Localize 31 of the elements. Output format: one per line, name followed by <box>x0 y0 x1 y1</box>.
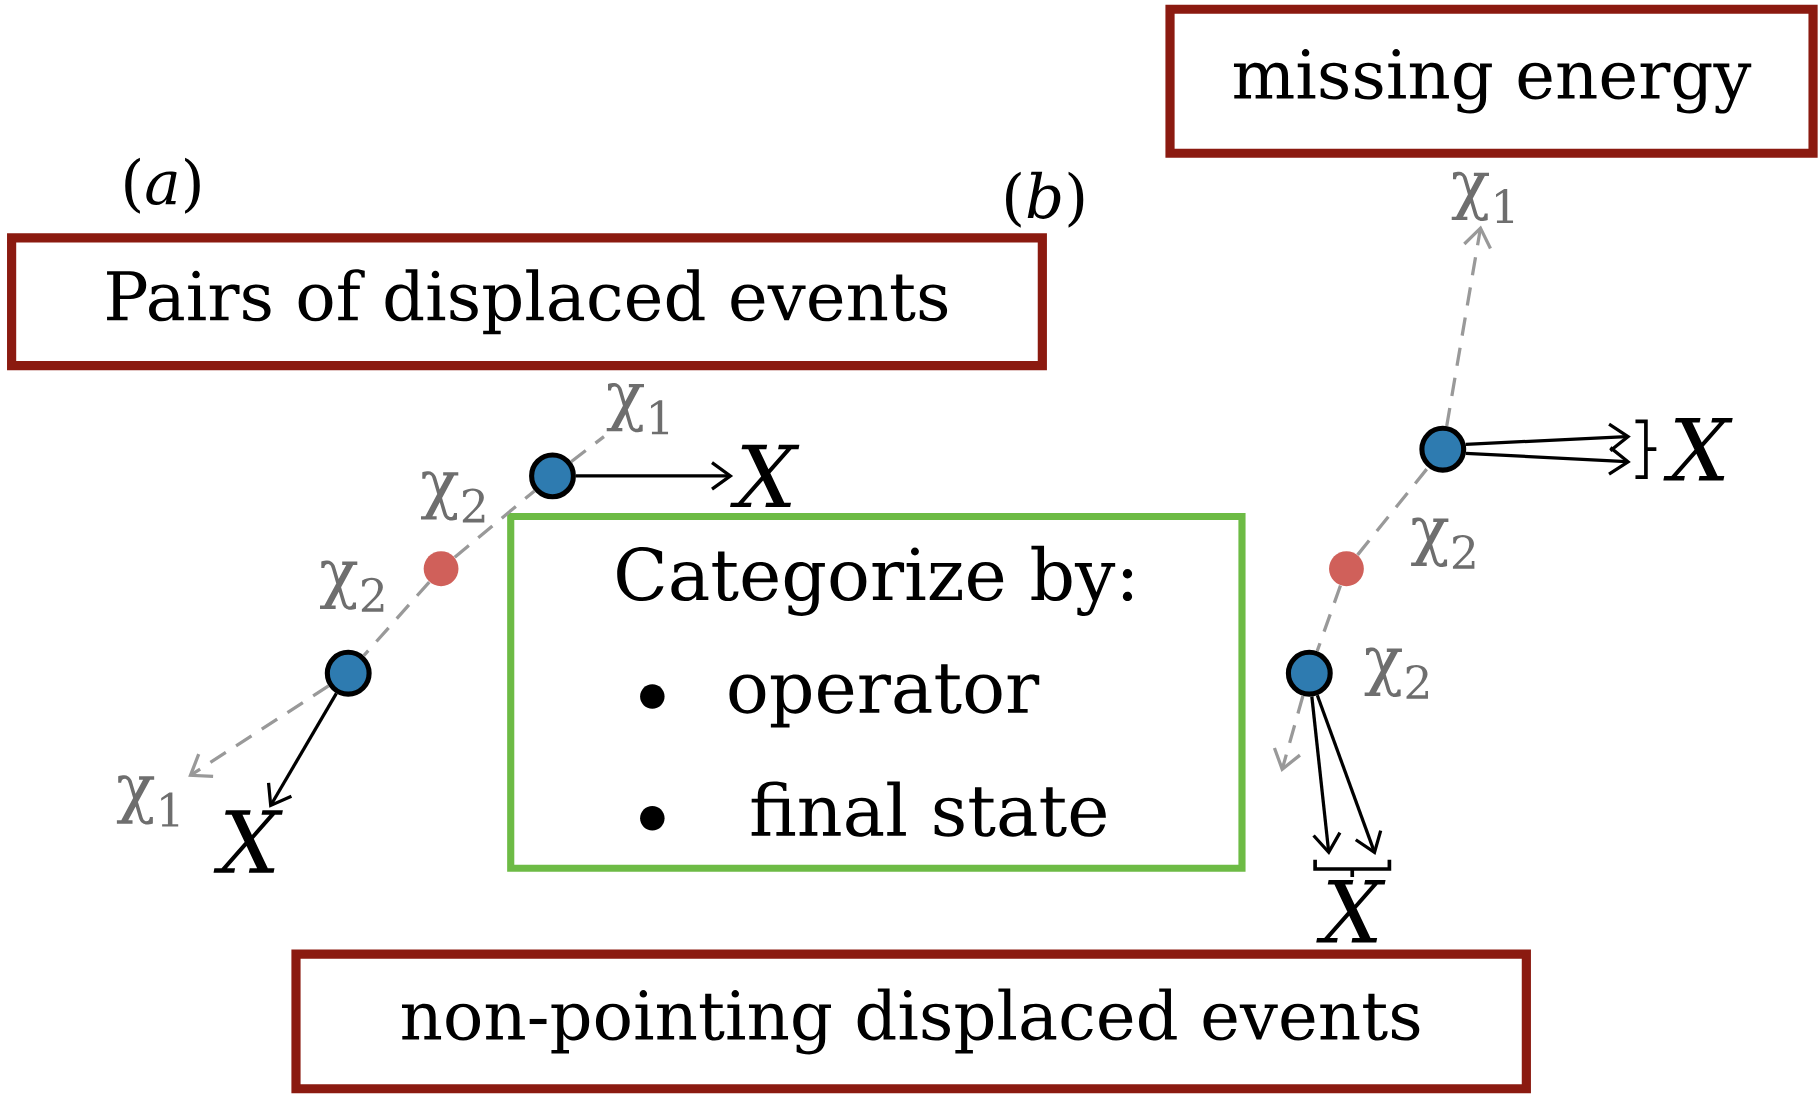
particle-label: X <box>1316 880 1386 943</box>
particle-label: χ$_{1}$ <box>116 775 179 827</box>
particle-label: χ$_{1}$ <box>606 383 669 435</box>
panel-label: (b) <box>1006 171 1084 228</box>
arrow <box>1310 696 1342 856</box>
arrow <box>1465 446 1631 476</box>
arrow <box>266 692 338 809</box>
edge-label: χ$_{2}$ <box>1408 515 1482 572</box>
particle-label: X <box>213 810 283 873</box>
dashed-arrow <box>1445 225 1492 427</box>
dashed-arrow <box>188 684 330 779</box>
arrow <box>1315 694 1383 856</box>
particle-label: X <box>1663 418 1733 481</box>
arrow <box>1465 423 1631 453</box>
category-box: missing energy <box>1165 4 1818 159</box>
edge-label: χ$_{2}$ <box>317 558 391 615</box>
particle-dot <box>1419 425 1467 473</box>
particle-dot <box>1285 650 1333 697</box>
particle-label: χ$_{1}$ <box>1451 171 1514 224</box>
edge-label: χ$_{2}$ <box>1361 645 1436 702</box>
particle-dot <box>324 650 372 697</box>
particle-dot <box>423 551 459 587</box>
edge-label: χ$_{2}$ <box>418 469 492 525</box>
category-box: non-pointing displaced events <box>291 949 1531 1094</box>
dashed-arrow <box>1272 695 1305 773</box>
particle-dot <box>529 452 576 500</box>
particle-label: X <box>730 444 800 508</box>
arrow <box>575 461 734 491</box>
summary-box: Categorize by: operator final state <box>507 513 1246 872</box>
particle-dot <box>1329 551 1364 587</box>
category-box: Pairs of displaced events <box>7 233 1047 371</box>
